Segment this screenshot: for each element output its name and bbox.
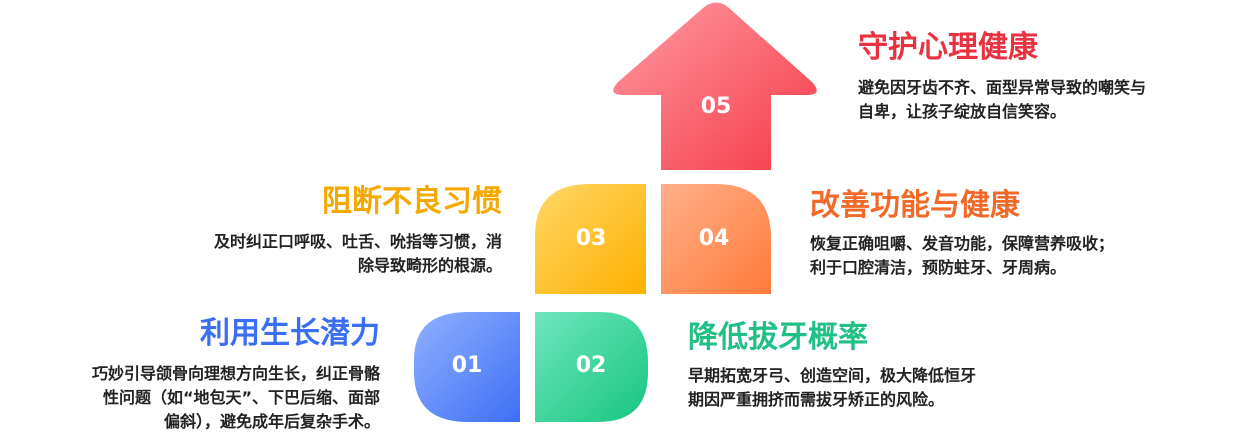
step-03-number: 03: [575, 226, 607, 251]
step-01-number: 01: [451, 353, 483, 378]
step-02-line: 早期拓宽牙弓、创造空间，极大降低恒牙: [688, 366, 977, 385]
step-01-title: 利用生长潜力: [200, 316, 380, 351]
step-05-description: 避免因牙齿不齐、面型异常导致的嘲笑与 自卑，让孩子绽放自信笑容。: [858, 76, 1228, 124]
step-05-number: 05: [700, 94, 732, 119]
step-04-shape: [661, 184, 771, 294]
step-02-number: 02: [575, 353, 607, 378]
step-05-line: 避免因牙齿不齐、面型异常导致的嘲笑与: [858, 78, 1147, 97]
step-03-shape: [535, 184, 646, 294]
step-01-line: 性问题（如“地包天”、下巴后缩、面部: [102, 388, 380, 407]
step-02-description: 早期拓宽牙弓、创造空间，极大降低恒牙 期因严重拥挤而需拔牙矫正的风险。: [688, 364, 1088, 412]
step-02-title: 降低拔牙概率: [688, 320, 868, 355]
step-03-line: 及时纠正口呼吸、吐舌、吮指等习惯，消: [213, 232, 502, 251]
step-02-line: 期因严重拥挤而需拔牙矫正的风险。: [688, 390, 945, 409]
step-01-line: 巧妙引导颌骨向理想方向生长，纠正骨骼: [91, 364, 380, 383]
step-04-title: 改善功能与健康: [810, 188, 1020, 223]
step-04-line: 利于口腔清洁，预防蛀牙、牙周病。: [810, 258, 1067, 277]
step-04-number: 04: [698, 226, 730, 251]
step-02-shape: [535, 312, 648, 422]
step-03-title: 阻断不良习惯: [322, 184, 502, 219]
step-01-line: 偏斜），避免成年后复杂手术。: [163, 412, 380, 431]
step-05-title: 守护心理健康: [858, 30, 1038, 65]
step-01-shape: [414, 312, 520, 422]
step-04-line: 恢复正确咀嚼、发音功能，保障营养吸收；: [810, 234, 1115, 253]
step-03-line: 除导致畸形的根源。: [357, 256, 502, 275]
step-05-arrow: [613, 2, 817, 170]
step-01-description: 巧妙引导颌骨向理想方向生长，纠正骨骼 性问题（如“地包天”、下巴后缩、面部 偏斜…: [10, 362, 380, 434]
step-03-description: 及时纠正口呼吸、吐舌、吮指等习惯，消 除导致畸形的根源。: [120, 230, 502, 278]
step-04-description: 恢复正确咀嚼、发音功能，保障营养吸收； 利于口腔清洁，预防蛀牙、牙周病。: [810, 232, 1210, 280]
step-05-line: 自卑，让孩子绽放自信笑容。: [858, 102, 1067, 121]
